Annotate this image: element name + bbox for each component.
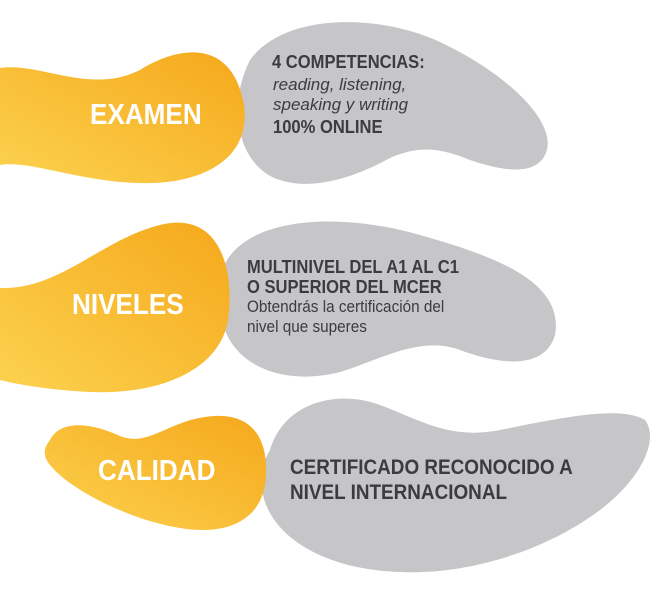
niveles-heading-1: MULTINIVEL DEL A1 AL C1 bbox=[247, 257, 459, 277]
niveles-body-1: Obtendrás la certificación del bbox=[247, 297, 445, 316]
orange-blob-niveles bbox=[0, 222, 230, 393]
label-calidad: CALIDAD bbox=[98, 455, 216, 487]
label-examen: EXAMEN bbox=[90, 99, 202, 131]
skills-line-1: reading, listening, bbox=[273, 75, 407, 94]
skills-line-2: speaking y writing bbox=[273, 95, 409, 114]
orange-blob-examen bbox=[0, 52, 245, 184]
label-niveles: NIVELES bbox=[72, 289, 184, 321]
niveles-heading-2: O SUPERIOR DEL MCER bbox=[247, 277, 442, 297]
gray-blob-calidad bbox=[261, 398, 650, 573]
gray-blob-niveles bbox=[218, 221, 556, 377]
niveles-body-2: nivel que superes bbox=[247, 317, 367, 336]
orange-blob-calidad bbox=[44, 415, 267, 531]
online-text: 100% ONLINE bbox=[273, 117, 383, 137]
gray-blob-examen bbox=[237, 22, 548, 184]
calidad-heading-2: NIVEL INTERNACIONAL bbox=[290, 481, 508, 504]
calidad-heading-1: CERTIFICADO RECONOCIDO A bbox=[290, 456, 573, 479]
heading-competencias: 4 COMPETENCIAS: bbox=[272, 52, 425, 72]
